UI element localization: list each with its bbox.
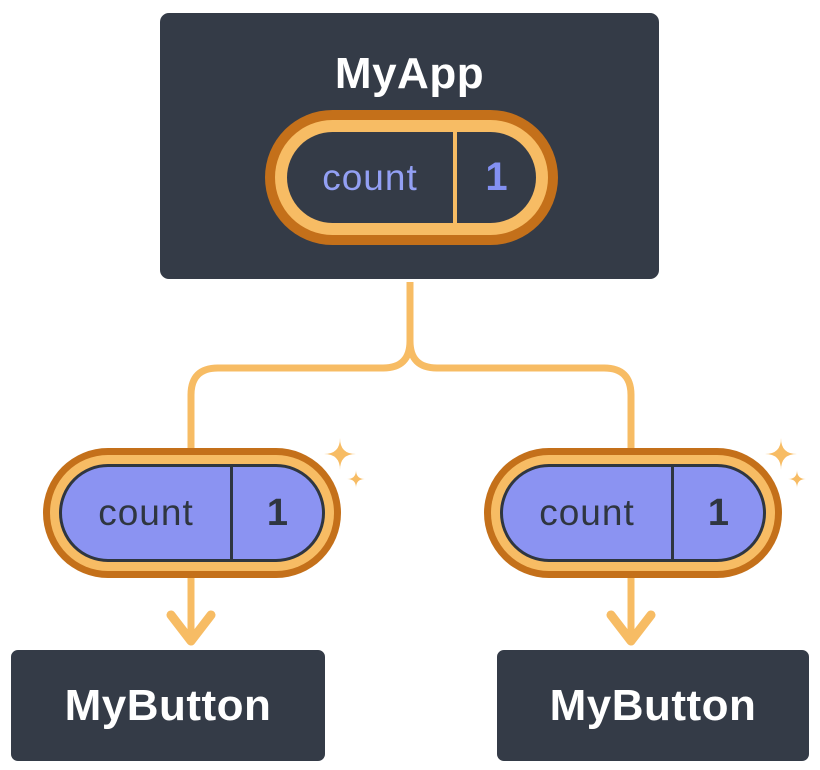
state-name: count (322, 156, 418, 198)
sparkle-icon (765, 438, 806, 488)
child-component-title: MyButton (549, 680, 757, 730)
child-component-box: MyButton (8, 647, 328, 764)
state-value: 1 (453, 132, 536, 223)
arrow-down-icon (606, 610, 656, 646)
prop-pill: count 1 (43, 448, 341, 578)
connector-branch-left (187, 282, 414, 452)
parent-component-title: MyApp (334, 49, 485, 98)
prop-pill: count 1 (484, 448, 782, 578)
state-pill: count 1 (265, 110, 558, 245)
arrow-down-icon (166, 610, 216, 646)
child-component-title: MyButton (64, 680, 272, 730)
prop-value: 1 (671, 467, 763, 559)
child-component-box: MyButton (494, 647, 812, 764)
sparkle-icon (324, 438, 365, 488)
prop-name: count (98, 492, 194, 533)
prop-name: count (539, 492, 635, 533)
connector-branch-right (406, 282, 635, 452)
prop-value: 1 (230, 467, 322, 559)
